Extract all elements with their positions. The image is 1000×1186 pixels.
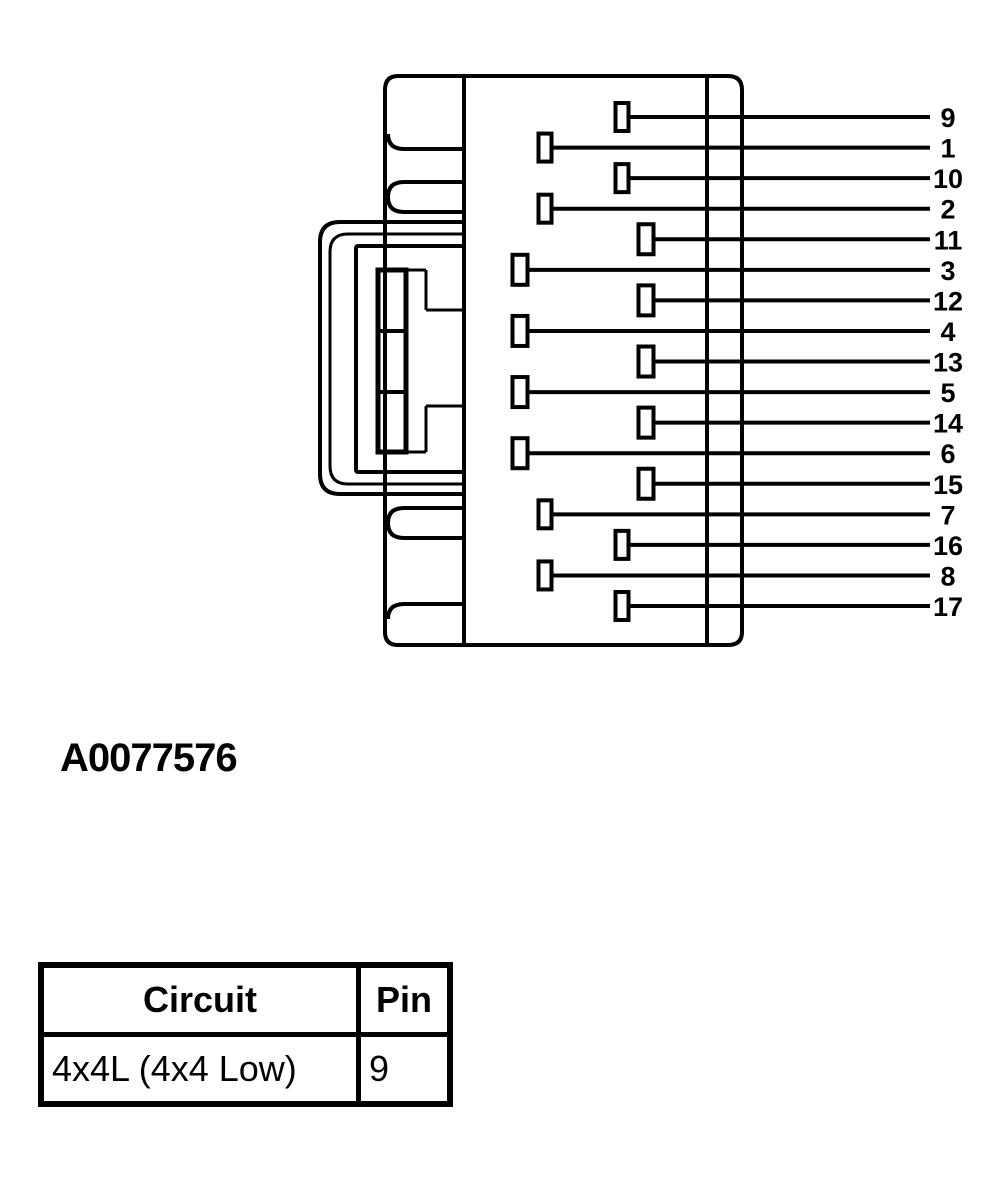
pin-table: Circuit Pin 4x4L (4x4 Low) 9 xyxy=(38,962,453,1107)
pin-label: 16 xyxy=(933,531,963,561)
header-circuit: Circuit xyxy=(38,962,361,1037)
pin-terminal xyxy=(636,222,656,257)
pin-terminal xyxy=(510,436,530,471)
pin-label: 14 xyxy=(933,409,963,439)
pin-10: 10 xyxy=(613,162,963,195)
pin-16: 16 xyxy=(613,528,963,561)
table-row: 4x4L (4x4 Low) 9 xyxy=(38,1032,453,1107)
pin-terminal xyxy=(536,498,554,531)
pin-9: 9 xyxy=(613,101,956,133)
pin-terminal xyxy=(613,528,631,561)
pin-label: 3 xyxy=(940,256,955,286)
pin-label: 9 xyxy=(940,103,955,133)
pin-5: 5 xyxy=(510,375,956,410)
pin-11: 11 xyxy=(636,222,963,257)
pin-terminal xyxy=(510,375,530,410)
pin-label: 11 xyxy=(934,225,963,255)
pin-15: 15 xyxy=(636,466,963,501)
pin-8: 8 xyxy=(536,559,956,592)
pin-label: 13 xyxy=(933,348,963,378)
pin-17: 17 xyxy=(613,590,963,622)
pin-terminal xyxy=(636,466,656,501)
pin-label: 7 xyxy=(940,500,955,530)
pin-label: 10 xyxy=(933,164,963,194)
pin-terminal xyxy=(536,192,554,225)
pin-terminal xyxy=(613,162,631,195)
pin-terminal xyxy=(636,344,656,379)
pin-4: 4 xyxy=(510,313,956,348)
pin-label: 6 xyxy=(940,439,955,469)
pin-label: 1 xyxy=(940,134,955,164)
pin-label: 5 xyxy=(940,378,955,408)
table-header-row: Circuit Pin xyxy=(38,962,453,1037)
header-pin: Pin xyxy=(356,962,453,1037)
pin-label: 4 xyxy=(940,317,955,347)
pin-3: 3 xyxy=(510,252,956,287)
cell-circuit: 4x4L (4x4 Low) xyxy=(38,1032,361,1107)
cell-pin: 9 xyxy=(356,1032,453,1107)
pin-1: 1 xyxy=(536,131,956,164)
pin-13: 13 xyxy=(636,344,963,379)
pin-terminal xyxy=(536,131,554,164)
figure-id: A0077576 xyxy=(60,736,238,780)
pin-terminal xyxy=(636,283,656,318)
pin-terminal xyxy=(613,590,631,622)
pin-label: 12 xyxy=(933,286,963,316)
pin-terminal xyxy=(536,559,554,592)
pin-label: 2 xyxy=(940,195,955,225)
pin-label: 15 xyxy=(933,470,963,500)
pin-terminal xyxy=(613,101,631,133)
pin-label: 8 xyxy=(940,561,955,591)
pin-12: 12 xyxy=(636,283,963,318)
pin-terminal xyxy=(636,405,656,440)
pin-terminal xyxy=(510,313,530,348)
pin-6: 6 xyxy=(510,436,956,471)
pin-14: 14 xyxy=(636,405,963,440)
pin-label: 17 xyxy=(933,592,963,622)
pin-7: 7 xyxy=(536,498,956,531)
pin-terminal xyxy=(510,252,530,287)
pin-2: 2 xyxy=(536,192,956,225)
